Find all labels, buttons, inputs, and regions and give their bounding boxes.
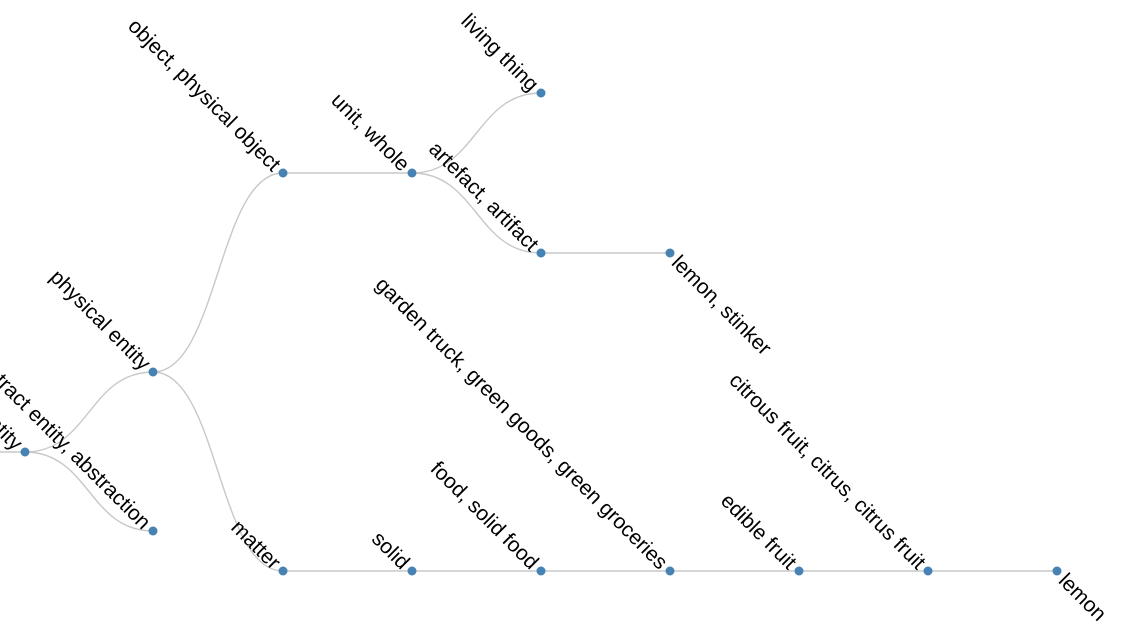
node-dot[interactable] xyxy=(536,566,546,576)
tree-link xyxy=(152,172,284,373)
tree-node[interactable]: object, physical object xyxy=(123,15,288,178)
node-dot[interactable] xyxy=(278,168,288,178)
tree-node[interactable]: edible fruit xyxy=(716,489,804,576)
node-label: matter xyxy=(227,516,285,574)
node-dot[interactable] xyxy=(148,367,158,377)
tree-node[interactable]: artefact, artifact xyxy=(424,137,546,258)
node-dot[interactable] xyxy=(407,168,417,178)
node-label: lemon xyxy=(1054,569,1111,626)
node-label: lemon, stinker xyxy=(667,251,776,360)
node-dot[interactable] xyxy=(407,566,417,576)
tree-node[interactable]: unit, whole xyxy=(327,89,417,178)
node-label: edible fruit xyxy=(716,489,801,574)
node-label: living thing xyxy=(456,10,542,96)
node-dot[interactable] xyxy=(923,566,933,576)
tree-node[interactable]: solid xyxy=(367,527,417,576)
tree-node[interactable]: physical entity xyxy=(45,266,158,377)
tree-link xyxy=(24,451,154,532)
node-label: unit, whole xyxy=(327,89,414,176)
tree-node[interactable]: lemon xyxy=(1052,566,1111,626)
node-dot[interactable] xyxy=(536,248,546,258)
node-label: artefact, artifact xyxy=(424,137,543,256)
tree-node[interactable]: lemon, stinker xyxy=(665,248,776,360)
tree-link xyxy=(152,371,284,572)
node-dot[interactable] xyxy=(665,248,675,258)
tree-link xyxy=(411,172,542,254)
tree-link xyxy=(24,371,154,453)
tree-node[interactable]: garden truck, green goods, green groceri… xyxy=(371,273,675,576)
node-dot[interactable] xyxy=(665,566,675,576)
tree-links xyxy=(0,92,1057,572)
tree-node[interactable]: food, solid food xyxy=(426,457,546,576)
tree-node[interactable]: matter xyxy=(227,516,288,576)
node-dot[interactable] xyxy=(536,88,546,98)
node-dot[interactable] xyxy=(794,566,804,576)
node-label: food, solid food xyxy=(426,457,543,574)
node-label: garden truck, green goods, green groceri… xyxy=(371,273,672,574)
node-label: solid xyxy=(367,527,414,574)
tree-node[interactable]: living thing xyxy=(456,10,546,98)
node-label: object, physical object xyxy=(123,15,285,177)
node-dot[interactable] xyxy=(278,566,288,576)
node-dot[interactable] xyxy=(148,526,158,536)
node-dot[interactable] xyxy=(20,447,30,457)
tree-link xyxy=(411,92,542,174)
node-dot[interactable] xyxy=(1052,566,1062,576)
node-label: physical entity xyxy=(45,266,155,376)
